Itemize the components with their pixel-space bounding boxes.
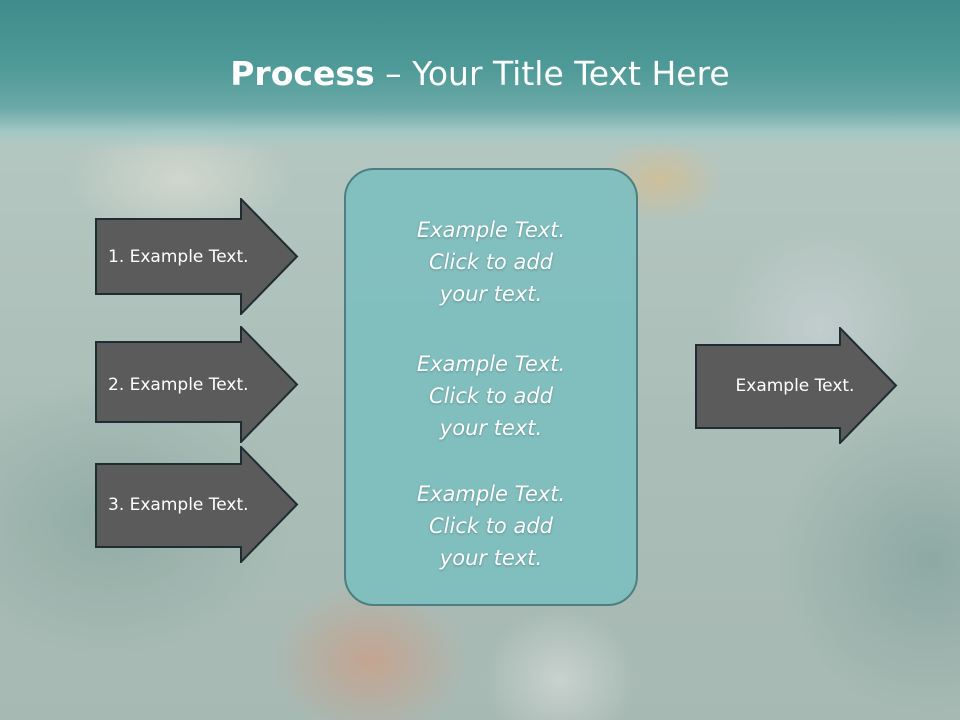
- arrow-right-icon: [95, 446, 299, 563]
- process-step-label-2: 2. Example Text.: [108, 374, 249, 395]
- panel-text-line: Example Text.: [416, 482, 566, 506]
- panel-text-line: your text.: [439, 546, 543, 570]
- process-step-arrow-2[interactable]: 2. Example Text.: [95, 326, 299, 443]
- title-rest-part: – Your Title Text Here: [374, 54, 730, 93]
- title-bold-part: Process: [230, 54, 375, 93]
- panel-text-block-2[interactable]: Example Text. Click to add your text.: [346, 348, 636, 444]
- panel-text-line: Example Text.: [416, 218, 566, 242]
- panel-text-line: Click to add: [428, 250, 553, 274]
- arrow-right-icon: [95, 198, 299, 315]
- process-step-arrow-3[interactable]: 3. Example Text.: [95, 446, 299, 563]
- arrow-right-icon: [695, 327, 898, 444]
- process-step-arrow-1[interactable]: 1. Example Text.: [95, 198, 299, 315]
- panel-text-line: your text.: [439, 416, 543, 440]
- title-banner: [0, 0, 960, 150]
- process-step-label-3: 3. Example Text.: [108, 494, 249, 515]
- process-step-label-1: 1. Example Text.: [108, 246, 249, 267]
- panel-text-line: Example Text.: [416, 352, 566, 376]
- panel-text-block-3[interactable]: Example Text. Click to add your text.: [346, 478, 636, 574]
- panel-text-line: Click to add: [428, 384, 553, 408]
- panel-text-block-1[interactable]: Example Text. Click to add your text.: [346, 214, 636, 310]
- panel-text-line: Click to add: [428, 514, 553, 538]
- process-result-label: Example Text.: [735, 375, 855, 396]
- panel-text-line: your text.: [439, 282, 543, 306]
- slide-title[interactable]: Process – Your Title Text Here: [0, 52, 960, 96]
- process-center-panel[interactable]: Example Text. Click to add your text. Ex…: [344, 168, 638, 606]
- arrow-right-icon: [95, 326, 299, 443]
- process-result-arrow[interactable]: Example Text.: [695, 327, 898, 444]
